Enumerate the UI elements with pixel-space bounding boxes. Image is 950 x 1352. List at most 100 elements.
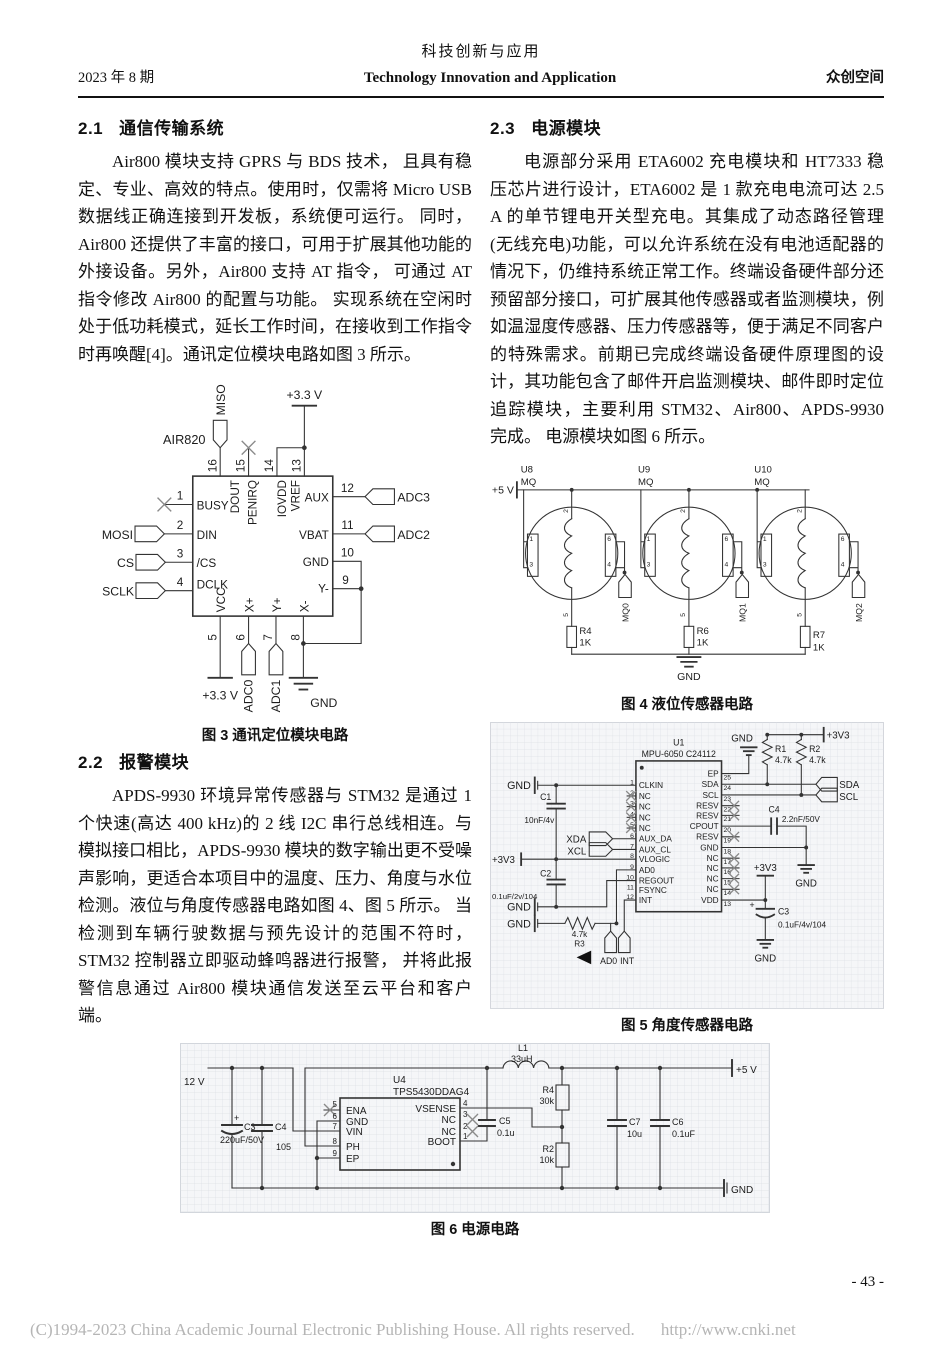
figure-6: 12 V + C3 220uF/50V C4 105 xyxy=(180,1043,770,1239)
mq2-connector-label: MQ2 xyxy=(854,603,864,622)
pin-label: NC xyxy=(639,823,651,832)
gnd-label: GND xyxy=(677,671,701,683)
gnd-label: GND xyxy=(731,1185,753,1196)
section-2-1-paragraph: Air800 模块支持 GPRS 与 BDS 技术， 且具有稳定、专业、高效的特… xyxy=(78,152,472,364)
pin-label: GND xyxy=(303,556,329,569)
pin-number: 3 xyxy=(529,561,533,568)
xcl-connector xyxy=(588,841,614,857)
pin-label: NC xyxy=(707,863,719,872)
pin-number: 3 xyxy=(763,561,767,568)
cnki-url: http://www.cnki.net xyxy=(660,1320,796,1339)
pin-label: RESV xyxy=(696,832,719,841)
pin-number: 22 xyxy=(723,806,731,813)
issue-label: 2023 年 8 期 xyxy=(78,70,155,86)
section-2-2-paragraph: APDS-9930 环境异常传感器与 STM32 是通过 1 个快速(高达 40… xyxy=(78,786,472,1025)
mosi-connector xyxy=(134,525,166,543)
adc1-connector-label: ADC1 xyxy=(269,680,283,713)
pin-label: Y- xyxy=(318,583,329,596)
figure3-schematic: AIR820 MISO +3.3 V 16 xyxy=(102,384,430,713)
pin-number: 14 xyxy=(263,459,276,473)
inductor-l1 xyxy=(502,1059,550,1069)
sensor-coil xyxy=(797,517,807,589)
sensor-coil xyxy=(563,517,573,589)
pin-number: 9 xyxy=(630,863,634,870)
sensor-type: MQ xyxy=(521,477,536,488)
pin-number: 1 xyxy=(647,535,651,542)
pin-number: 16 xyxy=(723,868,731,875)
pin-number: 6 xyxy=(333,1112,338,1121)
pin-number: 4 xyxy=(177,576,184,589)
c3-label: C3 xyxy=(778,906,789,916)
pin-label: X+ xyxy=(243,597,256,612)
c3-label: C3 xyxy=(244,1122,256,1132)
resistor-value: 1K xyxy=(813,642,825,653)
pin-label: RESV xyxy=(696,811,719,820)
ad0-connector xyxy=(604,929,618,953)
ground-icon xyxy=(288,676,319,691)
figure-4: +5 V U8 MQ xyxy=(490,457,884,714)
pin-number: 5 xyxy=(796,612,803,616)
ground-icon xyxy=(723,1178,728,1197)
pin-number: 14 xyxy=(723,890,731,897)
pin-label: REGOUT xyxy=(639,876,674,885)
figure4-schematic: +5 V U8 MQ xyxy=(492,464,866,683)
pin-number: 13 xyxy=(723,900,731,907)
gnd-label: GND xyxy=(507,918,531,930)
int-connector-label: INT xyxy=(620,956,635,966)
pin-number: 9 xyxy=(342,574,349,587)
c4-label: C4 xyxy=(768,804,779,814)
ad0-connector-label: AD0 xyxy=(600,956,617,966)
c4-value: 105 xyxy=(276,1142,291,1152)
section-number: 2.2 xyxy=(78,753,104,772)
plus-sign: + xyxy=(234,1113,239,1123)
pin-number: 3 xyxy=(463,1110,468,1119)
pin-label: VIN xyxy=(346,1127,363,1138)
mq0-connector-label: MQ0 xyxy=(620,603,630,622)
journal-title-cn: 科技创新与应用 xyxy=(421,44,541,60)
c3-value: 0.1uF/4v/104 xyxy=(778,920,827,929)
pin-number: 15 xyxy=(723,879,731,886)
pin-number: 1 xyxy=(463,1132,468,1141)
sclk-connector-label: SCLK xyxy=(102,585,135,599)
pin-number: 3 xyxy=(177,547,184,560)
pin-label: NC xyxy=(639,802,651,811)
chip-part-label: MPU-6050 C24112 xyxy=(642,749,716,759)
pin-number: 4 xyxy=(463,1099,468,1108)
c6-value: 0.1uF xyxy=(672,1129,696,1139)
mq-sensor-u9: U9 MQ MQ1 2 1 xyxy=(638,464,750,655)
pin-number: 8 xyxy=(630,853,634,860)
adc2-connector-label: ADC2 xyxy=(397,528,430,542)
copyright-text: (C)1994-2023 China Academic Journal Elec… xyxy=(30,1320,635,1339)
resistor-r3 xyxy=(564,915,596,931)
mq0-connector xyxy=(618,573,632,598)
c4-label: C4 xyxy=(275,1122,287,1132)
r4-value: 30k xyxy=(539,1096,554,1106)
gnd-label: GND xyxy=(310,696,337,710)
xda-connector-label: XDA xyxy=(566,834,587,845)
power-3v3-bottom-label: +3.3 V xyxy=(202,688,239,702)
pin-number: 2 xyxy=(563,508,570,512)
c1-label: C1 xyxy=(540,791,551,801)
net-arrow-icon xyxy=(576,950,592,964)
tps5430-chip-body xyxy=(339,1096,461,1171)
pin-number: 2 xyxy=(463,1122,468,1131)
pin-label: CPOUT xyxy=(690,822,719,831)
pin-label: EP xyxy=(708,769,720,778)
sclk-connector xyxy=(135,582,167,600)
pin-label: BUSY xyxy=(197,499,229,512)
sensor-ref: U10 xyxy=(754,464,772,475)
r2-label: R2 xyxy=(809,744,820,754)
gnd-label: GND xyxy=(507,780,531,792)
power-3v3-label: +3V3 xyxy=(754,862,777,873)
pin-label: NC xyxy=(639,791,651,800)
figure-5-caption: 图 5 角度传感器电路 xyxy=(620,1017,754,1034)
journal-page: 科技创新与应用 2023 年 8 期 Technology Innovation… xyxy=(0,40,950,1352)
copyright-line: (C)1994-2023 China Academic Journal Elec… xyxy=(30,1320,822,1340)
pin-number: 5 xyxy=(563,612,570,616)
r1-label: R1 xyxy=(775,744,786,754)
c1-value: 10nF/4v xyxy=(524,816,555,825)
resistor-r2 xyxy=(795,738,808,766)
